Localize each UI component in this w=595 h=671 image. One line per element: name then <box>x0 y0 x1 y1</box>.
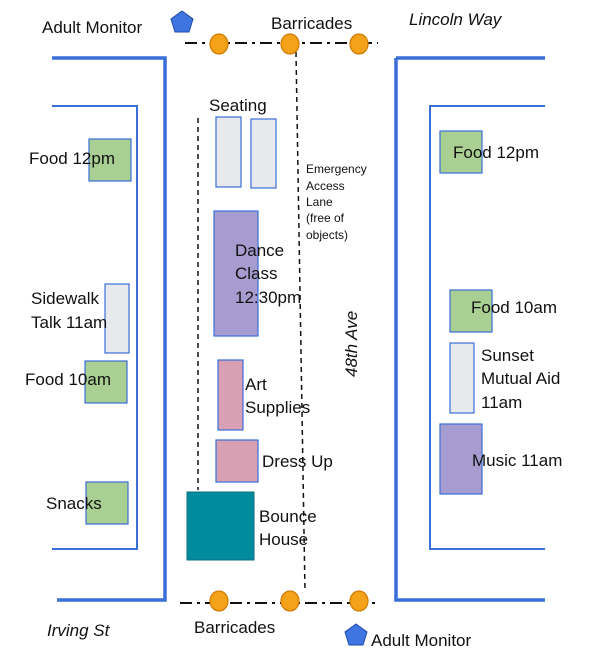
dress-up-block <box>215 439 259 483</box>
mutual-aid-label-line: 11am <box>481 393 522 412</box>
barricades-label-bottom: Barricades <box>194 618 275 637</box>
dance-class-label-line: Class <box>235 264 278 283</box>
street-outlines <box>52 56 545 602</box>
seating-label: Seating <box>209 96 267 115</box>
adult-monitor-icon-bottom <box>344 623 368 646</box>
right-food-12-block <box>439 130 483 174</box>
sidewalk-talk-label-line: Talk 11am <box>31 313 107 332</box>
art-supplies-label-line: Supplies <box>245 398 310 417</box>
music-block <box>439 423 483 495</box>
snacks-label: Snacks <box>46 494 102 513</box>
barricade-cone-icon <box>209 590 229 612</box>
left-sidewalk-edge <box>52 105 138 550</box>
bounce-house-block <box>186 491 255 561</box>
emergency-lane-label: Emergency Access Lane (free of objects) <box>306 162 367 242</box>
right-food-12-label: Food 12pm <box>453 143 539 162</box>
music-label: Music 11am <box>472 451 562 470</box>
bounce-house-label-line: Bounce <box>259 507 317 526</box>
left-food-10-label: Food 10am <box>25 370 111 389</box>
adult-monitor-label-top: Adult Monitor <box>42 18 142 37</box>
lane-guides <box>197 51 306 593</box>
snacks-block <box>85 481 129 525</box>
barricade-cone-icon <box>349 590 369 612</box>
right-food-10-block <box>449 289 493 333</box>
mutual-aid-block <box>449 342 475 414</box>
seating-block-left <box>215 116 242 188</box>
barricade-cone-icon <box>280 590 300 612</box>
right-sidewalk-edge <box>429 105 545 550</box>
dance-class-block <box>213 210 259 337</box>
seating-block-right <box>250 118 277 189</box>
adult-monitor-icon-top <box>170 10 194 33</box>
lane-label-line: (free of <box>306 211 345 225</box>
lane-label-line: Access <box>306 179 345 193</box>
sidewalk-talk-block <box>104 283 130 354</box>
art-supplies-label-line: Art <box>245 375 267 394</box>
lane-label-line: objects) <box>306 228 348 242</box>
lane-label-line: Emergency <box>306 162 367 176</box>
dance-class-label-line: 12:30pm <box>235 288 301 307</box>
barricade-cones <box>209 33 369 612</box>
adult-monitor-label-bottom: Adult Monitor <box>371 631 471 650</box>
sidewalk-outlines <box>52 105 545 550</box>
left-food-10-block <box>84 360 128 404</box>
left-food-12-label: Food 12pm <box>29 149 115 168</box>
sidewalk-talk-label-line: Sidewalk <box>31 289 100 308</box>
bounce-house-label-line: House <box>259 530 308 549</box>
dress-up-label: Dress Up <box>262 452 333 471</box>
dance-class-label-line: Dance <box>235 241 284 260</box>
emergency-lane-right-guide <box>295 51 306 593</box>
left-street-edge-outer <box>52 56 167 602</box>
avenue-label: 48th Ave <box>342 311 361 377</box>
left-food-12-block <box>88 138 132 182</box>
barricade-cone-icon <box>280 33 300 55</box>
street-label-north: Lincoln Way <box>409 10 503 29</box>
right-food-10-label: Food 10am <box>471 298 557 317</box>
mutual-aid-label-line: Mutual Aid <box>481 369 560 388</box>
right-street-edge-outer <box>394 58 545 602</box>
street-label-south: Irving St <box>47 621 111 640</box>
art-supplies-block <box>217 359 244 431</box>
barricade-cone-icon <box>349 33 369 55</box>
barricade-cone-icon <box>209 33 229 55</box>
mutual-aid-label-line: Sunset <box>481 346 534 365</box>
barricades-label-top: Barricades <box>271 14 352 33</box>
lane-label-line: Lane <box>306 195 333 209</box>
